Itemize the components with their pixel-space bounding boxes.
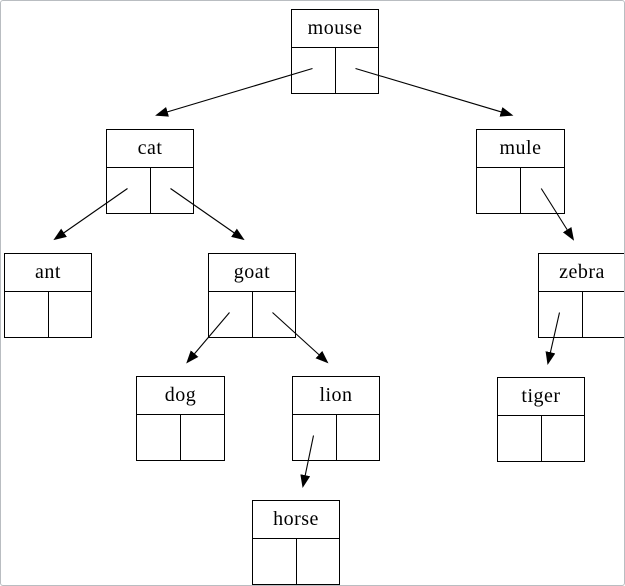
right-pointer-cell [521,168,564,213]
pointer-cells [539,292,625,337]
left-pointer-cell [5,292,49,337]
node-label: cat [107,130,193,168]
edge-mouse-left-cat [155,67,313,117]
tree-node-mouse: mouse [291,9,379,94]
left-pointer-cell [107,168,151,213]
node-label: dog [137,377,224,415]
right-pointer-cell [49,292,92,337]
pointer-cells [253,539,339,584]
pointer-cells [498,416,584,461]
node-label: goat [209,254,295,292]
node-label: ant [5,254,91,292]
left-pointer-cell [293,415,337,460]
tree-node-dog: dog [136,376,225,461]
left-pointer-cell [539,292,583,337]
left-pointer-cell [292,48,336,93]
pointer-cells [477,168,564,213]
left-pointer-cell [477,168,521,213]
right-pointer-cell [253,292,296,337]
tree-node-ant: ant [4,253,92,338]
tree-node-tiger: tiger [497,377,585,462]
pointer-cells [293,415,379,460]
right-pointer-cell [151,168,194,213]
node-label: horse [253,501,339,539]
node-label: mule [477,130,564,168]
right-pointer-cell [181,415,224,460]
tree-node-lion: lion [292,376,380,461]
left-pointer-cell [137,415,181,460]
node-label: lion [293,377,379,415]
right-pointer-cell [336,48,379,93]
tree-node-mule: mule [476,129,565,214]
left-pointer-cell [209,292,253,337]
node-label: tiger [498,378,584,416]
node-label: mouse [292,10,378,48]
pointer-cells [137,415,224,460]
tree-node-horse: horse [252,500,340,585]
tree-node-cat: cat [106,129,194,214]
node-label: zebra [539,254,624,292]
pointer-cells [292,48,378,93]
pointer-cells [5,292,91,337]
right-pointer-cell [583,292,625,337]
right-pointer-cell [297,539,340,584]
pointer-cells [209,292,295,337]
right-pointer-cell [337,415,380,460]
left-pointer-cell [253,539,297,584]
pointer-cells [107,168,193,213]
tree-node-goat: goat [208,253,296,338]
left-pointer-cell [498,416,542,461]
tree-node-zebra: zebra [538,253,625,338]
right-pointer-cell [542,416,585,461]
